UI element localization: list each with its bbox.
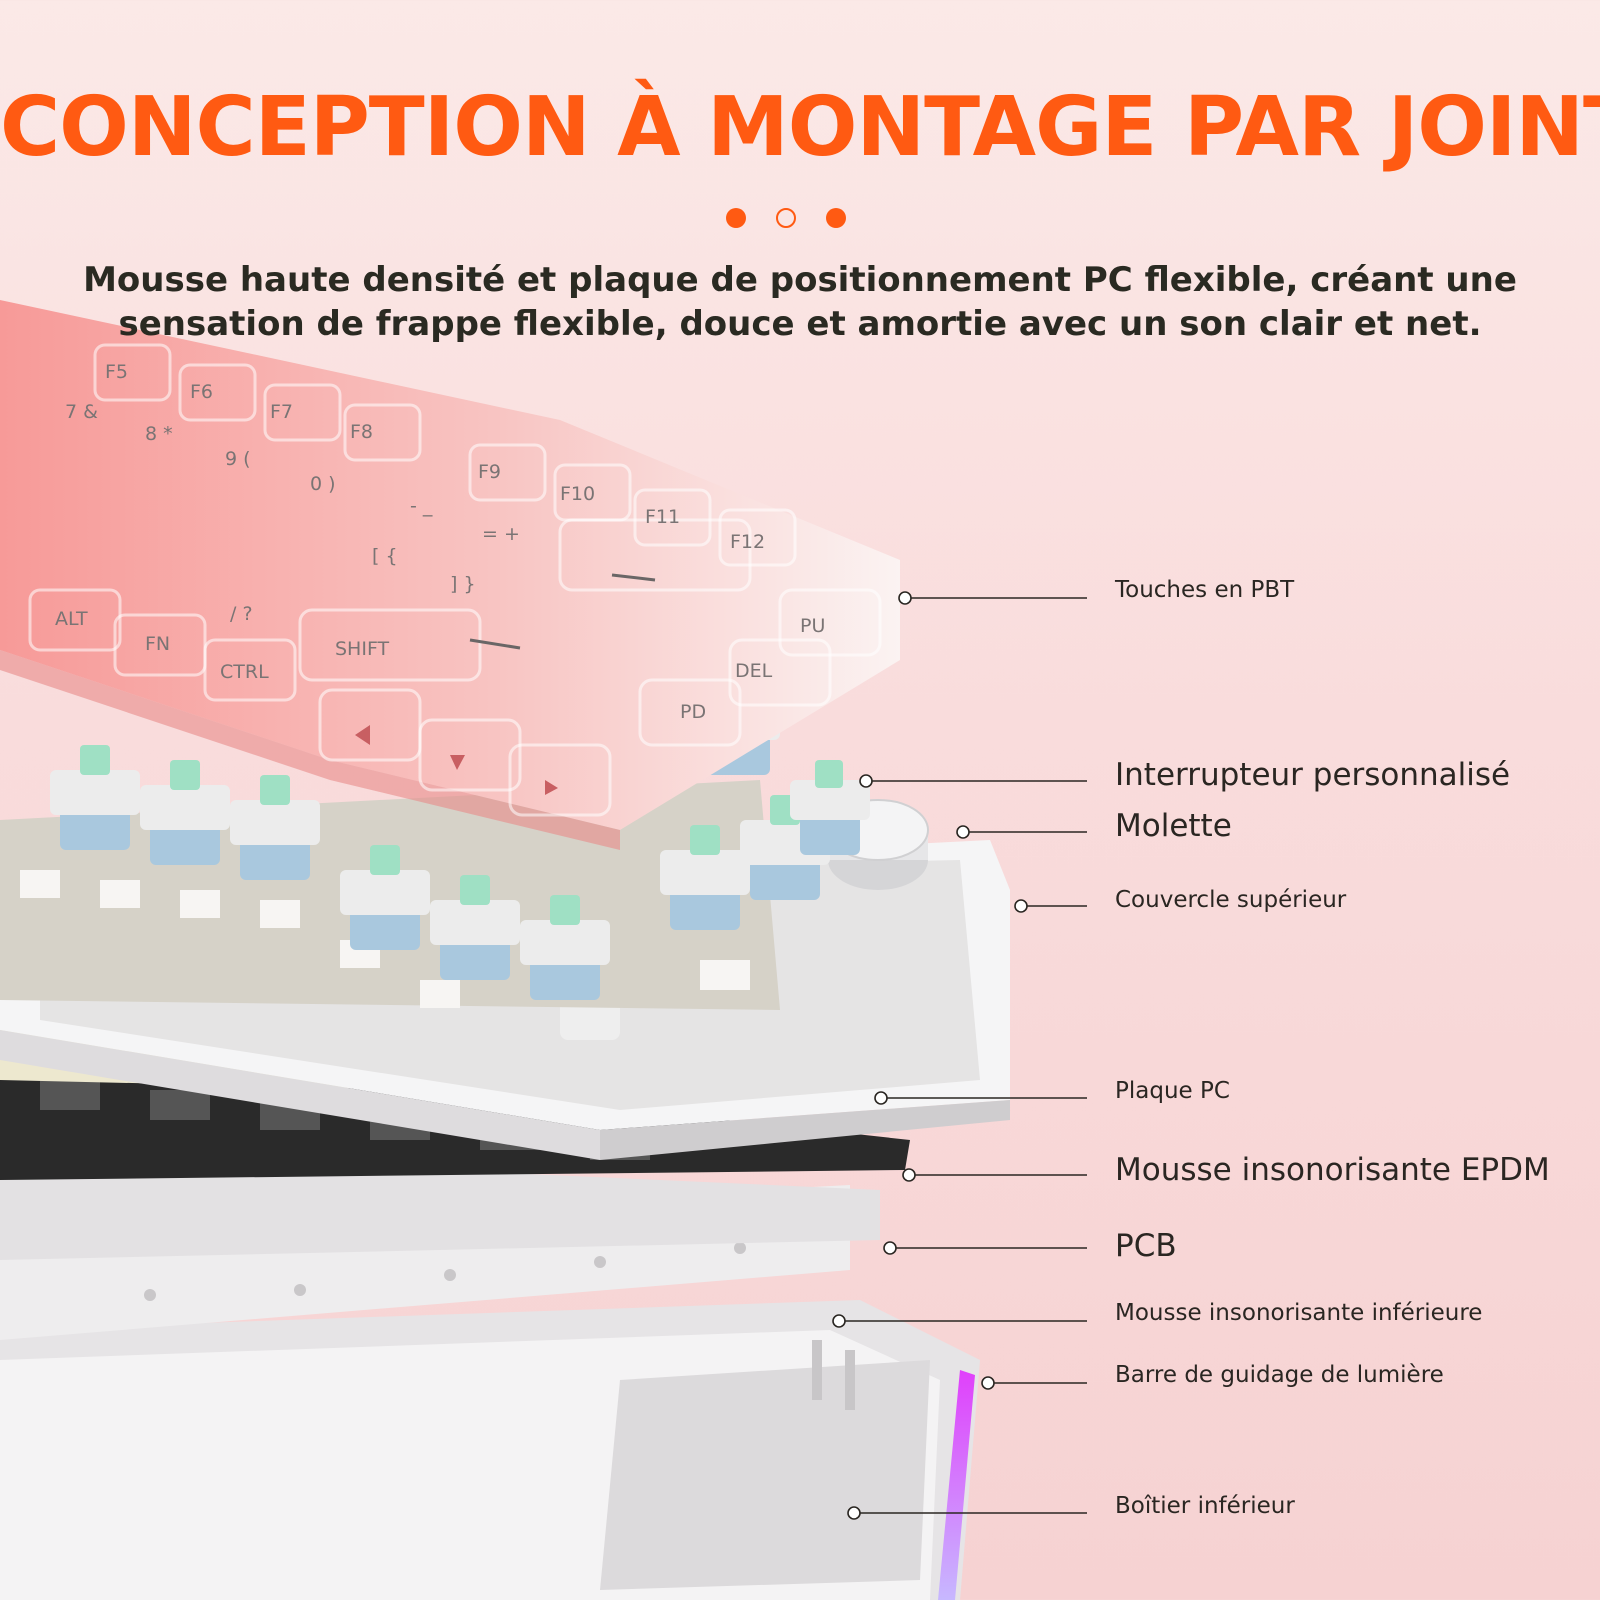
pager-dot-1[interactable] xyxy=(726,208,746,228)
case-post xyxy=(845,1350,855,1410)
switch xyxy=(340,845,430,950)
keycap-legend: PU xyxy=(800,615,825,637)
pager-dots xyxy=(726,208,874,234)
switch xyxy=(230,775,320,880)
callout-line-interrupteur xyxy=(859,774,1087,788)
keycap-legend: F5 xyxy=(105,361,128,383)
switch xyxy=(50,745,140,850)
keycap-legend: F10 xyxy=(560,483,595,505)
label-plaque-pc: Plaque PC xyxy=(1115,1078,1230,1104)
keycap-legend: F9 xyxy=(478,461,501,483)
arrow-down-icon xyxy=(450,755,465,770)
switch xyxy=(660,825,750,930)
keycap-legend: DEL xyxy=(735,660,773,682)
arrow-icons xyxy=(355,725,558,795)
callout-line-touches xyxy=(898,591,1087,605)
page-subtitle: Mousse haute densité et plaque de positi… xyxy=(60,258,1540,346)
callout-line-plaque xyxy=(874,1091,1087,1105)
keycap-legend: F7 xyxy=(270,401,293,423)
keycap-legend: F8 xyxy=(350,421,373,443)
keycap-legend: F12 xyxy=(730,531,765,553)
arrow-left-icon xyxy=(355,725,370,745)
subtitle-line-1: Mousse haute densité et plaque de positi… xyxy=(83,260,1517,300)
foam-holes xyxy=(144,1242,746,1301)
keycap-legend: / ? xyxy=(230,603,253,625)
pager-dot-3[interactable] xyxy=(826,208,846,228)
switch xyxy=(790,760,870,855)
switch xyxy=(520,895,610,1000)
label-barre-lumiere: Barre de guidage de lumière xyxy=(1115,1362,1444,1388)
keycap-legend: 7 & xyxy=(65,401,98,423)
enter-arrow-icon xyxy=(469,638,521,650)
switch xyxy=(430,875,520,980)
keycap-legend: ] } xyxy=(450,573,476,595)
arrow-right-icon xyxy=(545,780,558,795)
switch xyxy=(140,760,230,865)
keycap-legend: 8 * xyxy=(145,423,173,445)
keycap-legend: 0 ) xyxy=(310,473,336,495)
keycaps: F5 F6 F7 F8 F9 F10 F11 F12 7 & 8 * 9 ( 0… xyxy=(0,300,900,850)
keycap-legend: SHIFT xyxy=(335,638,390,660)
label-pcb: PCB xyxy=(1115,1228,1177,1264)
backspace-arrow-icon xyxy=(611,573,656,582)
label-molette: Molette xyxy=(1115,808,1232,844)
callout-line-mousse-inf xyxy=(832,1314,1087,1328)
keycap-legend: CTRL xyxy=(220,661,269,683)
keycap-legend: [ { xyxy=(372,545,398,567)
callout-line-boitier xyxy=(847,1506,1087,1520)
callout-line-epdm xyxy=(902,1168,1087,1182)
label-touches-pbt: Touches en PBT xyxy=(1115,577,1295,603)
keycap-legend: F6 xyxy=(190,381,213,403)
label-mousse-inferieure: Mousse insonorisante inférieure xyxy=(1115,1300,1483,1326)
bottom-case xyxy=(0,1300,980,1600)
keycap-legend: F11 xyxy=(645,506,680,528)
subtitle-line-2: sensation de frappe flexible, douce et a… xyxy=(118,304,1482,344)
callout-line-barre xyxy=(981,1376,1087,1390)
callout-line-molette xyxy=(956,825,1087,839)
keycap-legend: - _ xyxy=(410,495,433,517)
pager-dot-2[interactable] xyxy=(776,208,796,228)
keycap-legend: 9 ( xyxy=(225,448,251,470)
label-boitier-inferieur: Boîtier inférieur xyxy=(1115,1493,1295,1519)
label-couvercle: Couvercle supérieur xyxy=(1115,887,1347,913)
keycap-legend: FN xyxy=(145,633,170,655)
keycap-legend: PD xyxy=(680,701,706,723)
page-title: CONCEPTION À MONTAGE PAR JOINT xyxy=(0,80,1600,175)
top-cover-slot xyxy=(560,1000,620,1040)
light-guide-bar xyxy=(938,1370,975,1600)
keycap-legend: = + xyxy=(482,523,520,545)
label-interrupteur: Interrupteur personnalisé xyxy=(1115,757,1511,793)
keycap-legend: ALT xyxy=(55,608,88,630)
callout-line-pcb xyxy=(883,1241,1087,1255)
case-post xyxy=(812,1340,822,1400)
label-mousse-epdm: Mousse insonorisante EPDM xyxy=(1115,1152,1550,1188)
callout-line-couvercle xyxy=(1014,899,1087,913)
